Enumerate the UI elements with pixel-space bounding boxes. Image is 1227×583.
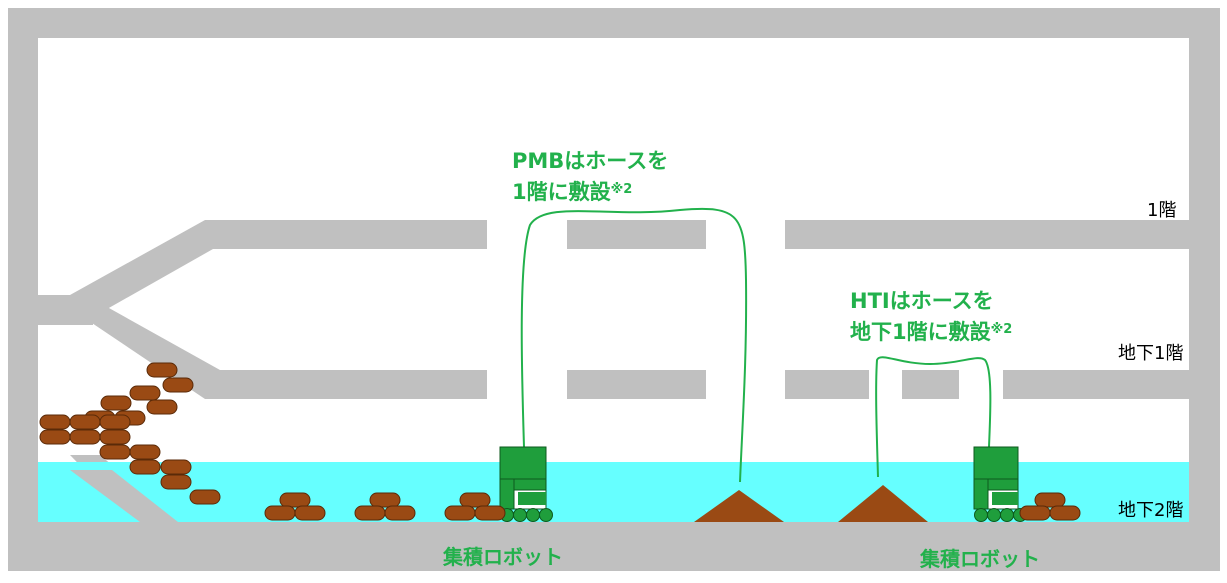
sandbag-icon xyxy=(294,505,326,521)
sandbag-icon xyxy=(1034,492,1066,508)
right-wall xyxy=(1189,8,1220,571)
sandbag-icon xyxy=(129,459,161,475)
robot-label-right: 集積ロボット xyxy=(920,547,1040,571)
pmb-note-mark: ※2 xyxy=(610,182,633,197)
stair-to-1f xyxy=(70,220,228,313)
sediment-pile-icon xyxy=(838,485,928,522)
pmb-annotation-line2: 1階に敷設※2 xyxy=(512,180,633,204)
sediment-pile-icon xyxy=(694,490,784,522)
sandbag-icon xyxy=(189,489,221,505)
pmb-hose-line xyxy=(520,207,748,483)
left-wall xyxy=(8,8,38,571)
sandbag-icon xyxy=(69,414,101,430)
floor-1f-slab-c xyxy=(785,220,1189,249)
sandbag-icon xyxy=(160,459,192,475)
sandbag-icon xyxy=(160,474,192,490)
sandbag-icon xyxy=(279,492,311,508)
hti-annotation-line2: 地下1階に敷設※2 xyxy=(850,320,1013,344)
sandbag-icon xyxy=(264,505,296,521)
floor-b1-slab-a xyxy=(220,370,487,399)
sandbag-icon xyxy=(354,505,386,521)
sandbag-group xyxy=(39,362,1081,521)
floor-b1-slab-d xyxy=(902,370,959,399)
sandbag-icon xyxy=(129,444,161,460)
sandbag-icon xyxy=(69,429,101,445)
pmb-annotation: PMBはホースを 1階に敷設※2 xyxy=(512,146,668,211)
floor-label-b2: 地下2階 xyxy=(1118,500,1184,521)
sandbag-icon xyxy=(384,505,416,521)
floor-b1-slab-e xyxy=(1003,370,1189,399)
sandbag-icon xyxy=(1019,505,1051,521)
sandbag-icon xyxy=(99,444,131,460)
roof-wall xyxy=(8,8,1220,38)
sandbag-icon xyxy=(474,505,506,521)
sandbag-icon xyxy=(1049,505,1081,521)
sandbag-icon xyxy=(146,362,178,378)
submerged-stair xyxy=(70,470,178,522)
pmb-annotation-line1: PMBはホースを xyxy=(512,149,669,173)
floor-b1-slab-b xyxy=(567,370,706,399)
sandbag-icon xyxy=(99,414,131,430)
ground-slab xyxy=(8,522,1220,571)
hti-note-mark: ※2 xyxy=(990,322,1013,337)
sandbag-icon xyxy=(146,399,178,415)
sandbag-icon xyxy=(369,492,401,508)
floor-label-b1: 地下1階 xyxy=(1118,343,1184,364)
hti-hose-line xyxy=(875,356,992,478)
sandbag-icon xyxy=(459,492,491,508)
collection-robot-icon xyxy=(973,446,1027,522)
stair-to-b1 xyxy=(80,303,228,399)
floor-b1-slab-c xyxy=(785,370,869,399)
floor-label-1f: 1階 xyxy=(1147,200,1177,221)
sandbag-icon xyxy=(39,414,71,430)
sandbag-icon xyxy=(99,429,131,445)
hti-annotation-line1: HTIはホースを xyxy=(850,289,994,313)
sandbag-icon xyxy=(100,395,132,411)
collection-robot-icon xyxy=(499,446,553,522)
sandbag-icon xyxy=(162,377,194,393)
floor-1f-slab-a xyxy=(220,220,487,249)
robot-label-left: 集積ロボット xyxy=(443,545,563,569)
sandbag-icon xyxy=(444,505,476,521)
sandbag-icon xyxy=(39,429,71,445)
sandbag-icon xyxy=(129,385,161,401)
floor-1f-slab-b xyxy=(567,220,706,249)
hti-annotation: HTIはホースを 地下1階に敷設※2 xyxy=(850,286,1012,351)
building-walls xyxy=(8,8,1220,571)
